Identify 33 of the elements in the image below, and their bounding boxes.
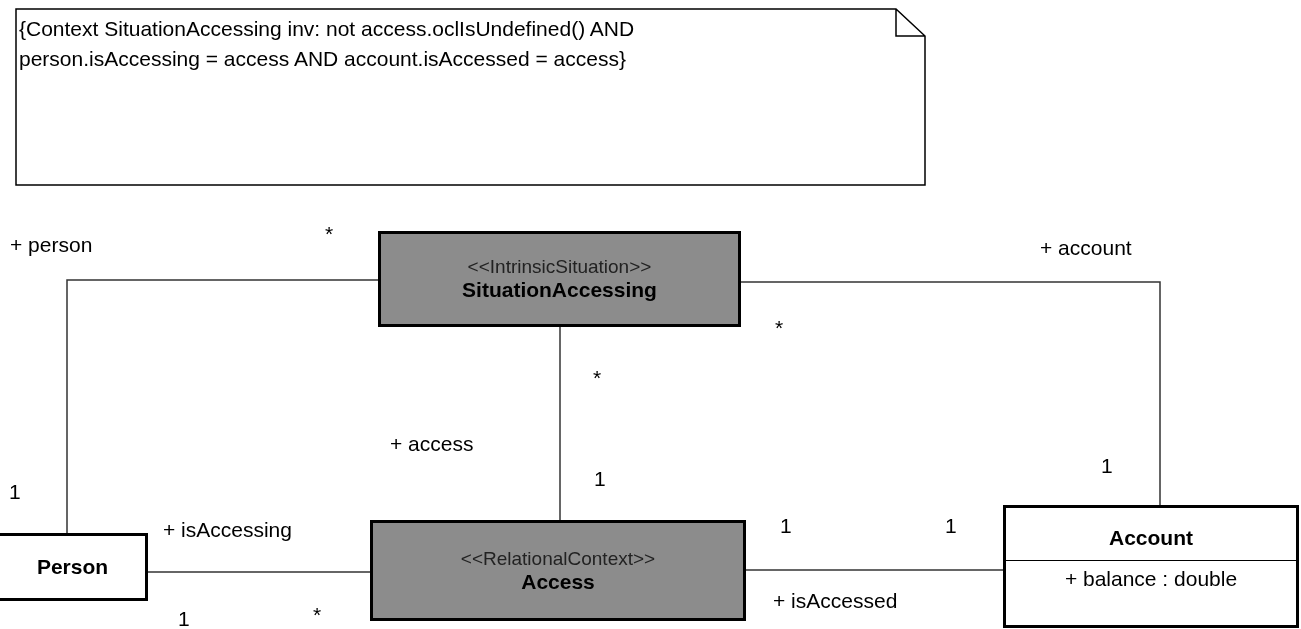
multiplicity: 1 bbox=[945, 514, 957, 538]
multiplicity: * bbox=[313, 603, 322, 627]
association-line bbox=[740, 281, 1161, 506]
class-box bbox=[1003, 505, 1299, 628]
note-box bbox=[15, 8, 926, 186]
role-name: + isAccessing bbox=[163, 518, 292, 542]
multiplicity: * bbox=[775, 316, 784, 340]
class-name: Account bbox=[1109, 525, 1193, 551]
class-box bbox=[0, 533, 148, 601]
class-box bbox=[378, 231, 741, 327]
multiplicity: * bbox=[593, 366, 602, 390]
stereotype-label: <<RelationalContext>> bbox=[460, 547, 656, 570]
class-box bbox=[370, 520, 746, 621]
role-name: + account bbox=[1040, 236, 1132, 260]
class-name: Person bbox=[36, 555, 109, 579]
association-line bbox=[559, 326, 561, 521]
role-name: + access bbox=[390, 432, 474, 456]
multiplicity: 1 bbox=[1101, 454, 1113, 478]
attribute-text: + balance : double bbox=[1006, 560, 1296, 595]
association-line bbox=[147, 571, 371, 573]
note-text: {Context SituationAccessing inv: not access.oclIsUndefined() AND person.isAccessing = access AND account.isAccessed = access} bbox=[19, 16, 636, 72]
multiplicity: 1 bbox=[178, 607, 190, 629]
role-name: + person bbox=[10, 233, 93, 257]
multiplicity: 1 bbox=[780, 514, 792, 538]
multiplicity: * bbox=[325, 222, 334, 246]
multiplicity: 1 bbox=[594, 467, 606, 491]
multiplicity: 1 bbox=[9, 480, 21, 504]
stereotype-label: <<IntrinsicSituation>> bbox=[467, 256, 652, 278]
association-line bbox=[745, 569, 1004, 571]
class-name: Access bbox=[521, 569, 595, 594]
association-line bbox=[66, 279, 379, 534]
class-name: SituationAccessing bbox=[462, 278, 657, 302]
role-name: + isAccessed bbox=[773, 589, 898, 613]
